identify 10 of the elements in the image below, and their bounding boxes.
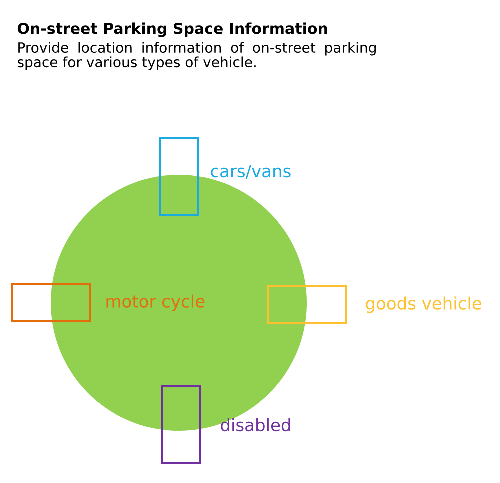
space-label: motor cycle — [106, 294, 205, 312]
parking-space-box — [11, 283, 91, 322]
space-label: goods vehicle — [366, 296, 482, 314]
space-label: disabled — [221, 418, 290, 432]
parking-space-box — [161, 385, 201, 464]
parking-space-box — [267, 285, 347, 324]
description: Provide location information of on-street parking space for various types of vehicle. — [18, 42, 376, 70]
parking-space-box — [159, 137, 199, 216]
title: On-street Parking Space Information — [18, 22, 328, 38]
space-label: cars/vans — [211, 165, 291, 179]
